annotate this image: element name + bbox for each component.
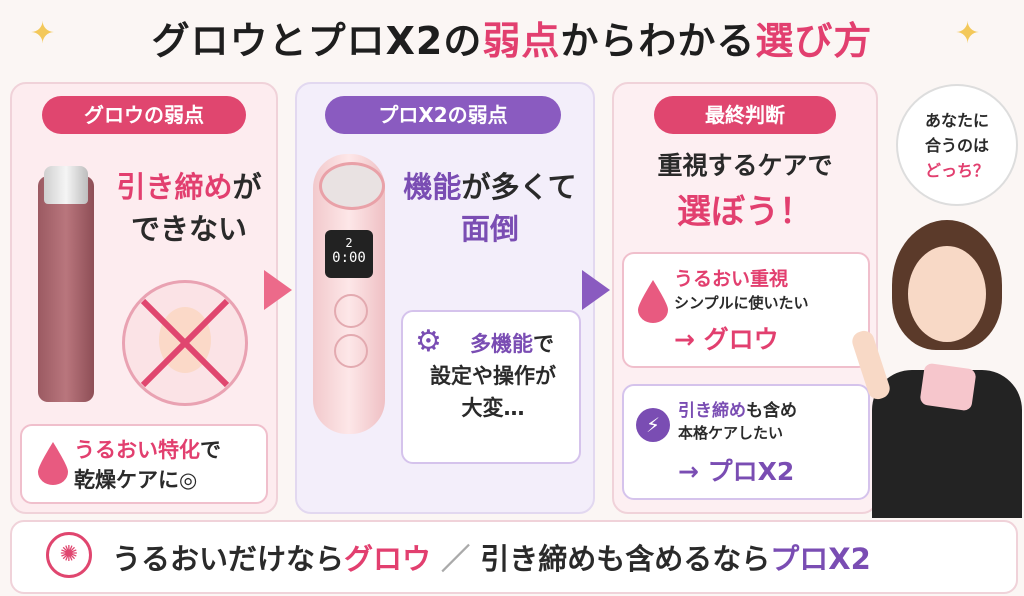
prox2-heading: プロX2の弱点 bbox=[325, 96, 561, 134]
arrow-right-icon bbox=[264, 270, 292, 310]
speech-bubble: あなたに 合うのは どっち？ bbox=[896, 84, 1018, 206]
lightbulb-icon: ✺ bbox=[46, 532, 92, 578]
gear-icon: ⚙ bbox=[415, 324, 442, 359]
choice-prox2-box: ⚡ 引き締めも含め 本格ケアしたい → プロX2 bbox=[622, 384, 870, 500]
glow-heading: グロウの弱点 bbox=[42, 96, 246, 134]
final-main-line1: 重視するケアで bbox=[657, 151, 833, 180]
final-heading: 最終判断 bbox=[654, 96, 836, 134]
drop-icon bbox=[638, 280, 668, 323]
prox2-detail-box: ⚙ 多機能で 設定や操作が 大変… bbox=[401, 310, 581, 464]
drop-icon bbox=[38, 442, 68, 485]
prox2-panel: プロX2の弱点 2 0:00 機能が多くて 面倒 ⚙ 多機能で 設定や操作が 大… bbox=[295, 82, 595, 514]
choice-glow-box: うるおい重視 シンプルに使いたい → グロウ bbox=[622, 252, 870, 368]
glow-device-image bbox=[38, 166, 94, 402]
summary-bar: ✺ うるおいだけならグロウ ／ 引き締めも含めるならプロX2 bbox=[10, 520, 1018, 594]
no-firming-face-icon bbox=[122, 280, 248, 406]
glow-weakness-text: 引き締めが できない bbox=[116, 170, 262, 246]
sparkle-icon: ✦ bbox=[955, 16, 981, 51]
arrow-right-icon bbox=[582, 270, 610, 310]
prox2-weakness-text: 機能が多くて 面倒 bbox=[403, 170, 577, 246]
summary-text: うるおいだけならグロウ ／ 引き締めも含めるならプロX2 bbox=[112, 542, 871, 576]
glow-strength-box: うるおい特化で 乾燥ケアに◎ bbox=[20, 424, 268, 504]
advisor-illustration bbox=[849, 220, 1022, 518]
page-title: グロウとプロX2の弱点からわかる選び方 bbox=[151, 19, 873, 63]
sparkle-icon: ✦ bbox=[30, 16, 56, 51]
lightning-icon: ⚡ bbox=[636, 408, 670, 442]
prox2-device-image: 2 0:00 bbox=[313, 154, 385, 434]
final-main-line2: 選ぼう！ bbox=[677, 192, 813, 232]
glow-panel: グロウの弱点 引き締めが できない うるおい特化で 乾燥ケアに◎ bbox=[10, 82, 278, 514]
final-decision-panel: 最終判断 重視するケアで 選ぼう！ うるおい重視 シンプルに使いたい → グロウ… bbox=[612, 82, 878, 514]
